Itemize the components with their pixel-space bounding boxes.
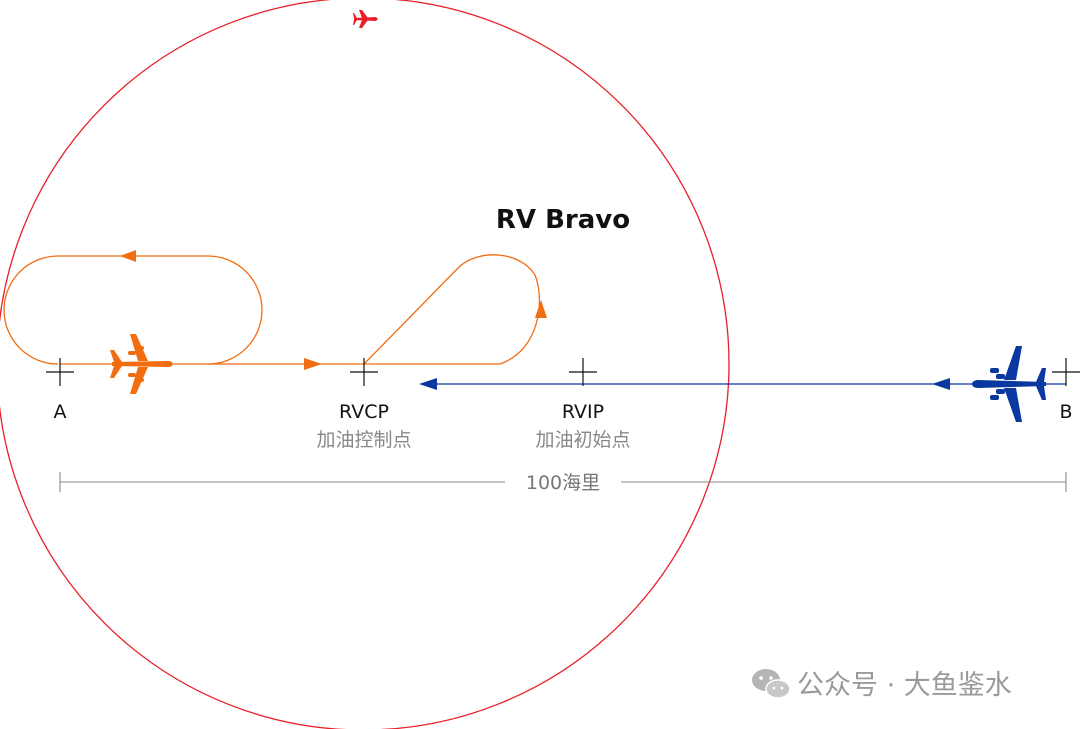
point-b-label: B	[1059, 401, 1072, 423]
point-b-marker	[1052, 358, 1080, 386]
receiver-aircraft-icon	[972, 346, 1046, 422]
point-rvip-marker	[569, 358, 597, 386]
racetrack-direction-arrow	[120, 250, 136, 262]
point-a-marker	[46, 358, 74, 386]
tanker-turn-loop	[363, 254, 541, 365]
point-a-label: A	[54, 401, 67, 423]
distance-label: 100海里	[526, 472, 600, 494]
point-rvcp-marker	[350, 358, 378, 386]
receiver-track-arrow-near-rvcp	[419, 378, 437, 390]
point-rvcp-sublabel: 加油控制点	[316, 429, 411, 451]
diagram-title: RV Bravo	[496, 205, 630, 235]
tanker-aircraft-icon	[110, 334, 173, 394]
turn-loop-arrow	[535, 300, 547, 318]
point-rvip-label: RVIP	[562, 401, 604, 423]
wechat-icon	[752, 669, 791, 699]
receiver-track-arrow-near-b	[932, 378, 950, 390]
point-rvcp-label: RVCP	[339, 401, 389, 423]
distance-scale	[59, 472, 1067, 492]
fighter-jet-icon	[353, 10, 378, 28]
watermark-text: 公众号 · 大鱼鉴水	[797, 670, 1012, 701]
tanker-holding-racetrack	[3, 255, 263, 365]
tanker-track-arrow	[304, 358, 322, 370]
point-rvip-sublabel: 加油初始点	[535, 429, 630, 451]
airspace-circle	[0, 0, 730, 729]
